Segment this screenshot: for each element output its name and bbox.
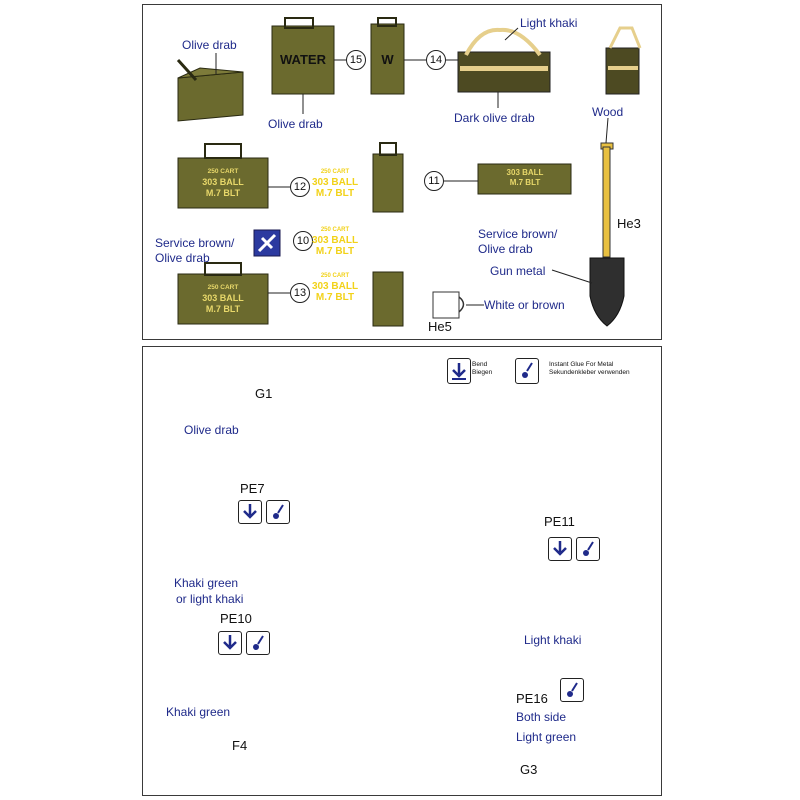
label-service-brown-2b: Olive drab <box>478 242 533 256</box>
ammo-box-11 <box>477 163 572 195</box>
can-w-text: W <box>381 52 394 67</box>
part-number-12: 12 <box>290 177 310 197</box>
label-khaki-green: Khaki green <box>166 705 231 719</box>
small-pouch-top-right <box>605 26 642 95</box>
label-g1: G1 <box>255 386 273 401</box>
label-service-brown-1a: Service brown/ <box>155 236 235 250</box>
pe10-bend-icon <box>218 631 242 655</box>
part-number-14: 14 <box>426 50 446 70</box>
box13-line2: 303 BALL <box>202 293 244 303</box>
w-can <box>370 17 405 95</box>
entrenching-shovel <box>589 142 625 327</box>
label-khaki-green-or: Khaki green <box>174 576 239 590</box>
label-dark-olive-drab: Dark olive drab <box>454 111 535 125</box>
small-can-bottom <box>372 271 404 327</box>
label-olive-drab-box: Olive drab <box>182 38 237 52</box>
legend-glue-en: Instant Glue For Metal <box>549 361 614 368</box>
decal-c-line2: 303 BALL <box>311 281 359 292</box>
label-light-khaki-top: Light khaki <box>520 16 578 30</box>
decal-a-line2: 303 BALL <box>311 177 359 188</box>
label-he5: He5 <box>428 319 452 334</box>
label-light-khaki-strap: Light khaki <box>524 633 582 647</box>
label-olive-drab-jerrycan: Olive drab <box>268 117 323 131</box>
label-pe11: PE11 <box>544 514 575 529</box>
ammo-box-12 <box>177 143 269 209</box>
box13-line1: 250 CART <box>207 284 239 291</box>
pe11-glue-icon <box>576 537 600 561</box>
label-wood: Wood <box>592 105 624 119</box>
label-gun-metal: Gun metal <box>490 264 546 278</box>
decal-icon <box>253 229 281 257</box>
label-g3: G3 <box>520 762 538 777</box>
box12-line3: M.7 BLT <box>205 188 241 198</box>
decal-a-line1: 250 CART <box>320 169 350 175</box>
label-pe7: PE7 <box>240 481 265 496</box>
part-number-10: 10 <box>293 231 313 251</box>
box12-line2: 303 BALL <box>202 177 244 187</box>
pe7-bend-icon <box>238 500 262 524</box>
label-service-brown-2a: Service brown/ <box>478 227 558 241</box>
label-f4: F4 <box>232 738 248 753</box>
part-number-13: 13 <box>290 283 310 303</box>
pe7-glue-icon <box>266 500 290 524</box>
label-service-brown-1b: Olive drab <box>155 251 210 265</box>
open-ammo-box <box>176 58 244 122</box>
box12-line1: 250 CART <box>207 168 239 175</box>
decal-c-line1: 250 CART <box>320 273 350 279</box>
pe11-bend-icon <box>548 537 572 561</box>
legend-glue-de: Sekundenkleber verwenden <box>549 369 630 376</box>
decal-b-line2: 303 BALL <box>311 235 359 246</box>
bend-icon <box>447 358 471 384</box>
pe16-glue-icon <box>560 678 584 702</box>
label-white-or-brown: White or brown <box>484 298 565 312</box>
decal-c-line3: M.7 BLT <box>315 292 355 303</box>
decal-b-line1: 250 CART <box>320 227 350 233</box>
legend-biegen: Biegen <box>472 369 493 376</box>
label-he3: He3 <box>617 216 641 231</box>
legend-bend: Bend <box>472 361 488 368</box>
water-jerrycan <box>271 17 335 95</box>
glue-icon <box>515 358 539 384</box>
label-pe16: PE16 <box>516 691 548 706</box>
box11-line3: M.7 BLT <box>509 178 541 187</box>
part-number-15: 15 <box>346 50 366 70</box>
bottom-panel <box>142 346 662 796</box>
label-pe10: PE10 <box>220 611 252 626</box>
decal-b-line3: M.7 BLT <box>315 246 355 257</box>
mug <box>432 291 465 319</box>
part-number-11: 11 <box>424 171 444 191</box>
tall-can-middle <box>372 142 404 213</box>
label-olive-drab-helmet: Olive drab <box>184 423 239 437</box>
dark-olive-case <box>457 27 551 93</box>
box13-line3: M.7 BLT <box>205 304 241 314</box>
decal-a-line3: M.7 BLT <box>315 188 355 199</box>
box11-line2: 303 BALL <box>506 168 544 177</box>
can-water-text: WATER <box>280 52 326 67</box>
label-both-side: Both side <box>516 710 567 724</box>
label-light-green: Light green <box>516 730 577 744</box>
ammo-box-13 <box>177 262 269 325</box>
label-or-light-khaki: or light khaki <box>176 592 244 606</box>
pe10-glue-icon <box>246 631 270 655</box>
